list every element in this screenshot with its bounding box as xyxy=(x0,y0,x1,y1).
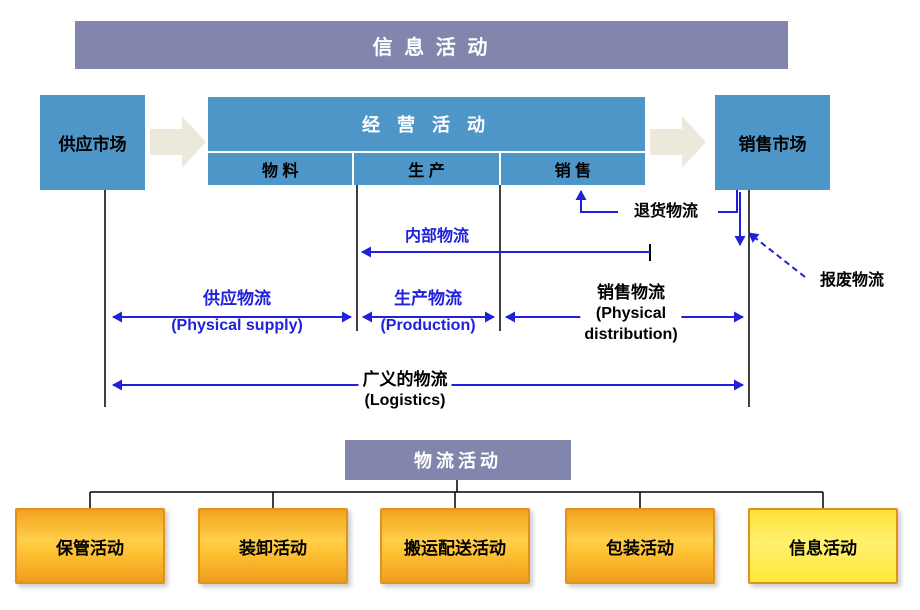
cell-materials: 物 料 xyxy=(261,163,299,180)
scrap-flow-label: 报废物流 xyxy=(819,272,885,289)
activity-box-packaging: 包装活动 xyxy=(565,508,715,584)
activity-box-handling: 搬运配送活动 xyxy=(380,508,530,584)
info-activities-banner: 信 息 活 动 xyxy=(75,21,788,69)
production-flow-label-en: (Production) xyxy=(380,317,476,335)
info-activities-banner-label: 信 息 活 动 xyxy=(372,36,491,59)
sales-flow-label-en1: (Physical xyxy=(595,305,667,323)
supply-market-box: 供应市场 xyxy=(40,95,145,190)
return-flow-label: 退货物流 xyxy=(633,203,699,220)
supply-flow-label: 供应物流 (Physical supply) xyxy=(171,288,303,337)
production-flow-label: 生产物流 (Production) xyxy=(380,288,475,337)
internal-flow-label: 内部物流 xyxy=(404,228,470,245)
supply-market-label: 供应市场 xyxy=(58,135,127,154)
production-flow-label-cn: 生产物流 xyxy=(394,289,462,308)
broad-flow-label: 广义的物流 (Logistics) xyxy=(358,369,452,412)
supply-flow-label-en: (Physical supply) xyxy=(171,317,303,335)
logistics-activities-banner: 物流活动 xyxy=(345,440,571,480)
broad-flow-label-en: (Logistics) xyxy=(364,392,446,410)
sales-market-box: 销售市场 xyxy=(715,95,830,190)
supply-flow-label-cn: 供应物流 xyxy=(203,289,271,308)
connector-tree xyxy=(89,480,824,508)
flow-arrow-icon xyxy=(150,116,206,168)
return-flow-arrow xyxy=(575,190,618,213)
business-activities-header: 经 营 活 动 xyxy=(208,97,645,153)
activity-box-loading: 装卸活动 xyxy=(198,508,348,584)
cell-sales: 销 售 xyxy=(498,153,645,185)
sales-flow-label: 销售物流 (Physical distribution) xyxy=(580,282,682,346)
flow-arrow-icon xyxy=(650,116,706,168)
scrap-flow-pointer xyxy=(748,232,806,278)
sales-market-label: 销售市场 xyxy=(738,135,807,154)
cell-production: 生 产 xyxy=(352,153,498,185)
return-flow-connector xyxy=(718,190,738,213)
logistics-activities-banner-label: 物流活动 xyxy=(414,451,502,471)
business-activities-row: 物 料 生 产 销 售 xyxy=(208,153,645,185)
activity-box-storage: 保管活动 xyxy=(15,508,165,584)
business-activities-box: 经 营 活 动 物 料 生 产 销 售 xyxy=(208,97,645,185)
sales-flow-label-en2: distribution) xyxy=(584,325,678,343)
sales-flow-label-cn: 销售物流 xyxy=(597,283,665,302)
activity-box-information: 信息活动 xyxy=(748,508,898,584)
broad-flow-label-cn: 广义的物流 xyxy=(362,370,448,389)
